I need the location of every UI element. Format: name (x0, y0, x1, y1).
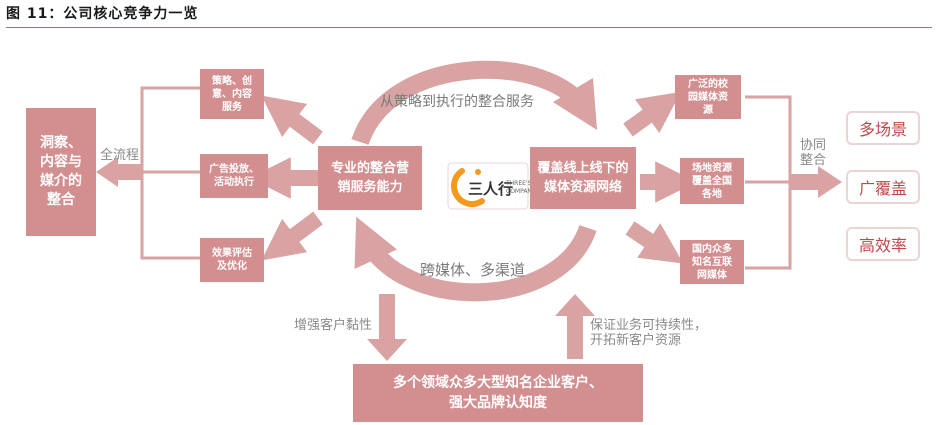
internet-media-box: 国内众多 知名互联 网媒体 (680, 240, 744, 284)
full-process-label: 全流程 (100, 148, 140, 163)
strategy-service-box: 策略、创 意、内容 服务 (200, 69, 264, 119)
synergy-label: 协同 整合 (800, 138, 827, 168)
figure-title: 图 11：公司核心竞争力一览 (6, 6, 199, 22)
multi-scene-pill: 多场景 (846, 111, 920, 145)
bottom-arc-label: 跨媒体、多渠道 (420, 261, 526, 279)
media-network-box: 覆盖线上线下的 媒体资源网络 (530, 147, 636, 209)
campus-media-box: 广泛的校 园媒体资 源 (675, 75, 741, 119)
wide-coverage-pill: 广覆盖 (846, 170, 920, 204)
arrow-to-eval (261, 211, 323, 261)
full-process-arrow (96, 157, 142, 187)
ad-execution-box: 广告投放、 活动执行 (200, 154, 268, 198)
venue-resource-box: 场地资源 覆盖全国 各地 (680, 158, 744, 204)
sustainability-label: 保证业务可持续性， 开拓新客户资源 (590, 318, 708, 348)
core-service-box: 专业的整合营 销服务能力 (318, 146, 422, 210)
top-arc-label: 从策略到执行的整合服务 (380, 94, 534, 110)
high-efficiency-pill: 高效率 (846, 227, 920, 261)
logo-cn: 三人行 (468, 180, 513, 198)
integration-box: 洞察、 内容与 媒介的 整合 (26, 108, 96, 236)
arrow-to-strategy (261, 95, 323, 145)
synergy-arrow (790, 166, 842, 198)
top-arc-arrow (351, 60, 598, 146)
evaluation-box: 效果评估 及优化 (200, 238, 264, 282)
sustain-arrow (555, 294, 595, 359)
stickiness-label: 增强客户黏性 (294, 318, 373, 333)
company-logo: 三人行 THREE'S COMPANY (447, 162, 536, 210)
logo-en-2: COMPANY (506, 188, 536, 195)
logo-en-1: THREE'S (505, 180, 532, 187)
bottom-arc-arrow (354, 216, 597, 302)
arrow-to-campus (623, 91, 681, 137)
title-rule (6, 27, 932, 28)
stickiness-arrow (367, 294, 407, 361)
arrow-to-internet (625, 221, 684, 264)
clients-box: 多个领域众多大型知名企业客户、 强大品牌认知度 (353, 364, 643, 422)
